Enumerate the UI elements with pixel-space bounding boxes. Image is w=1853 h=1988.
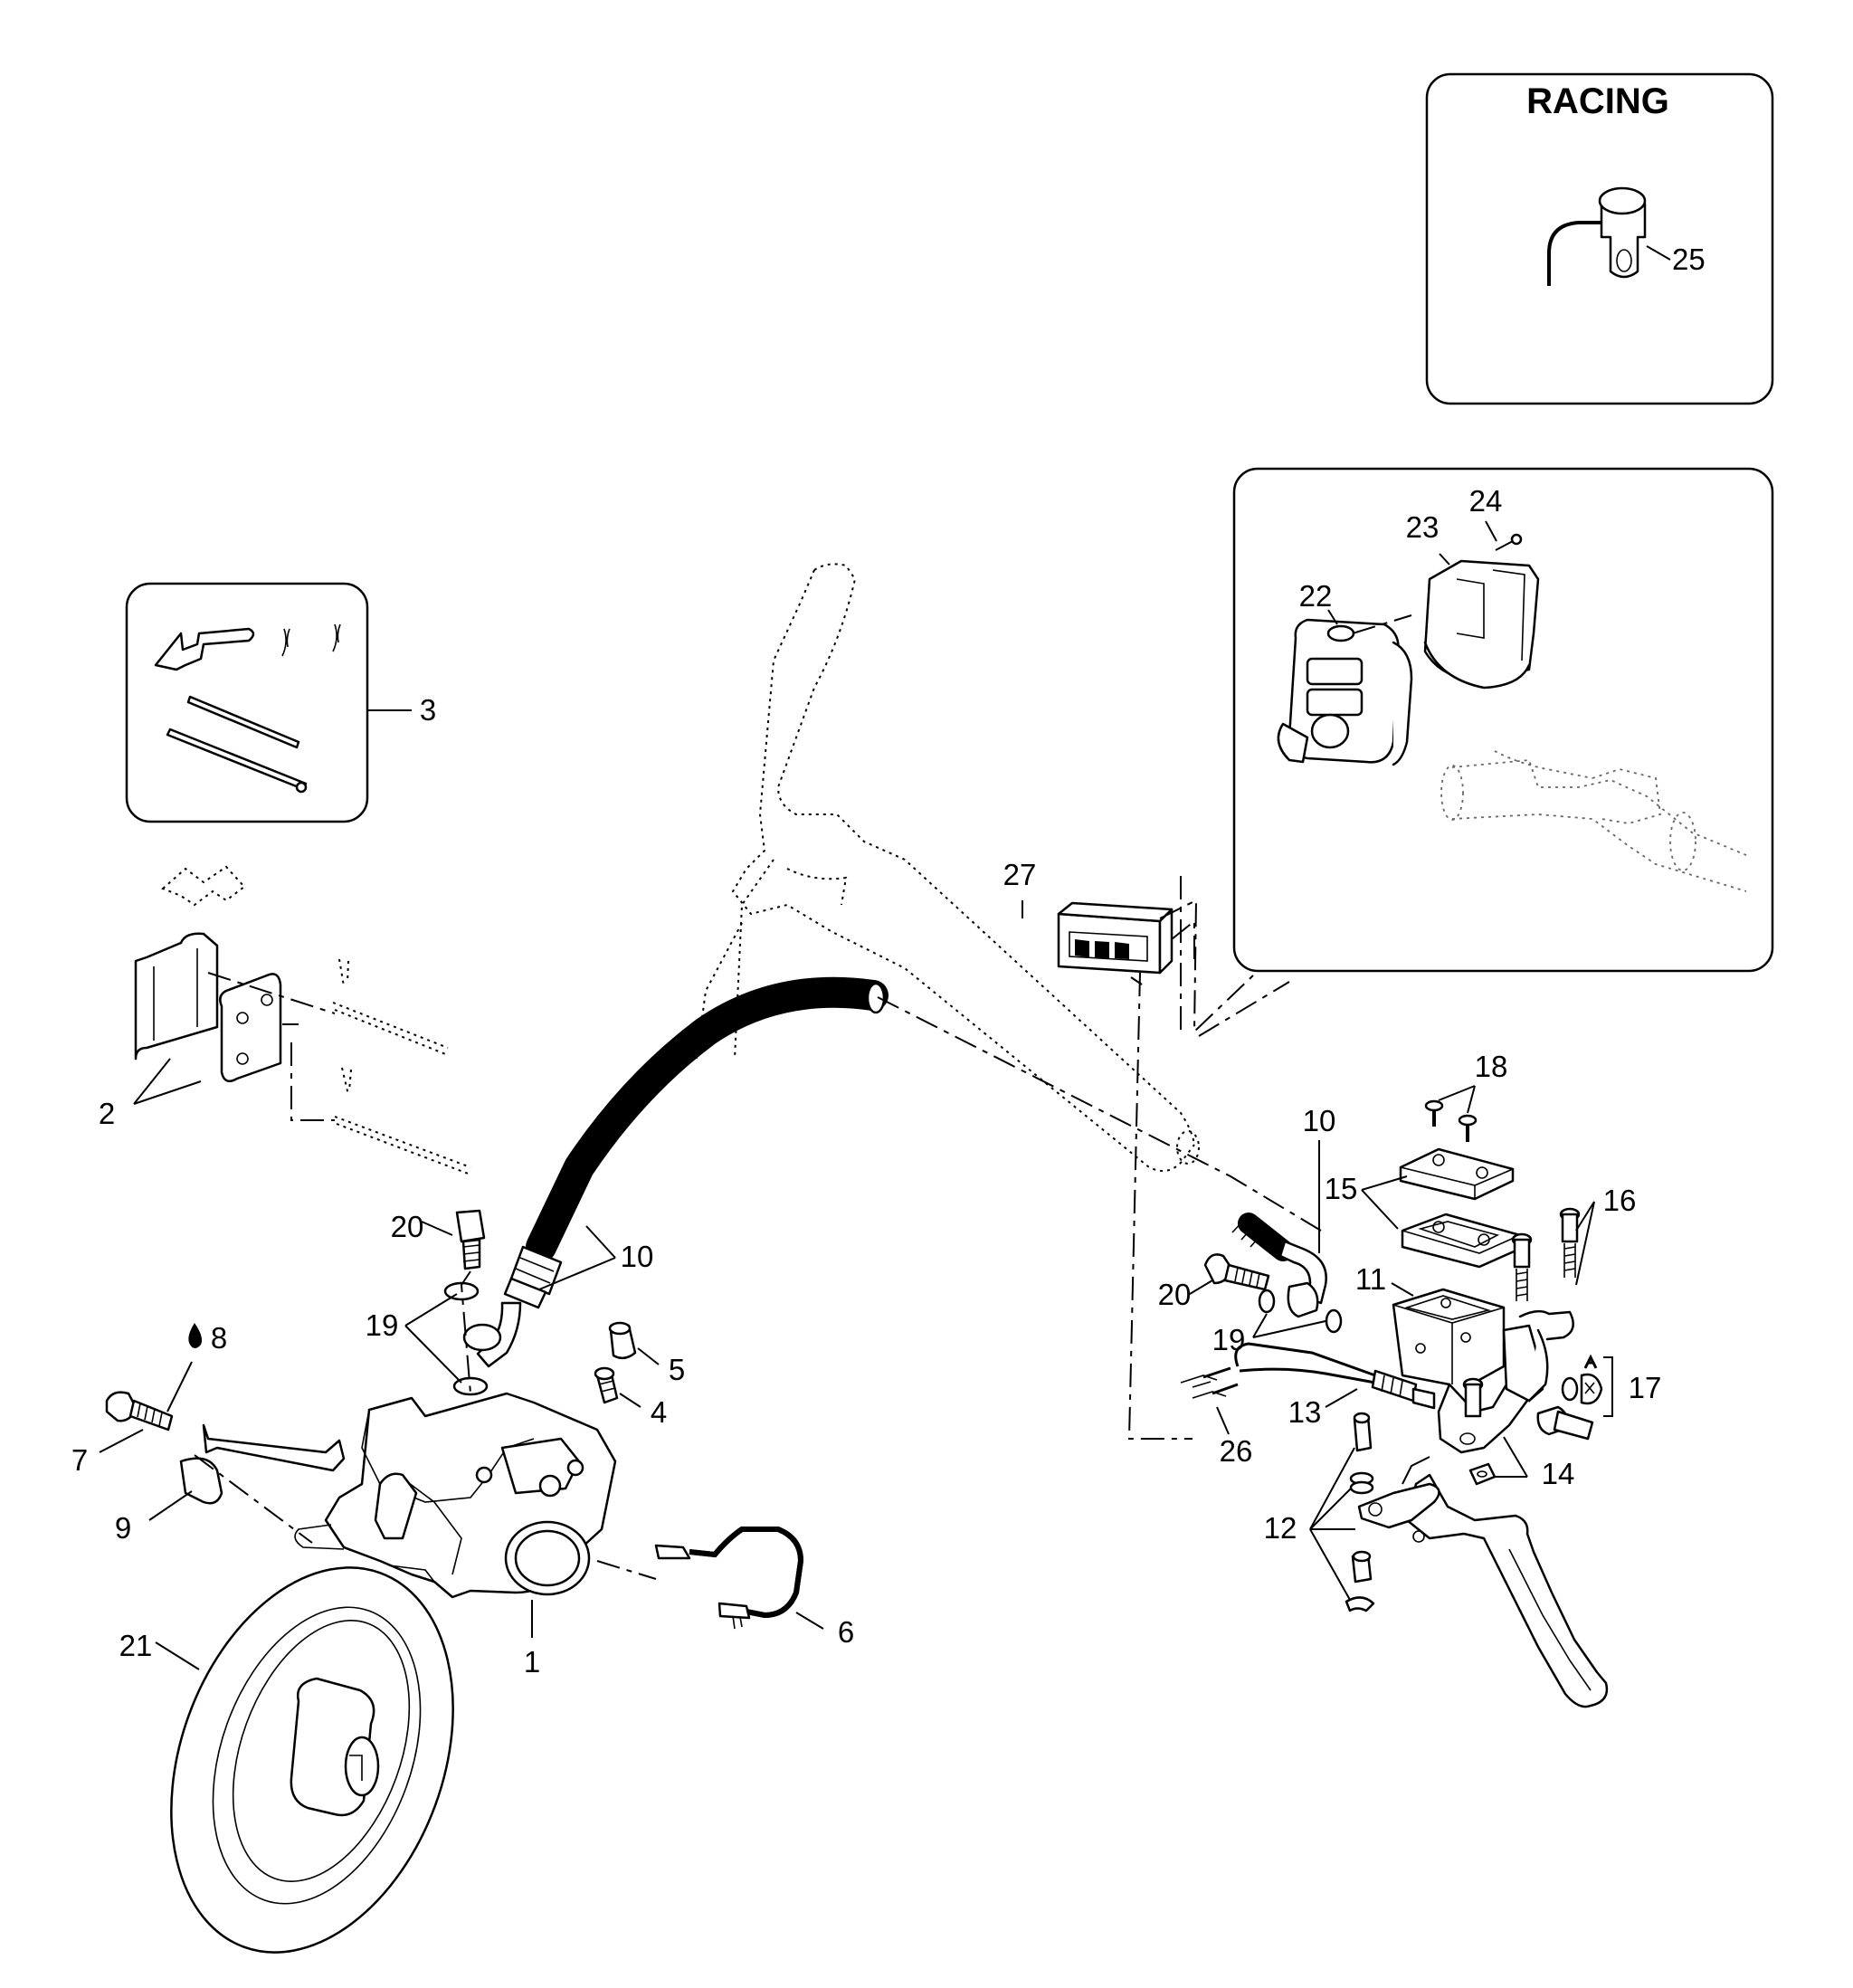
callout-10-left: 10 <box>621 1240 654 1273</box>
brake-hose-part-10-right: 10 <box>1231 1104 1336 1305</box>
callout-26: 26 <box>1220 1434 1253 1468</box>
callout-21: 21 <box>119 1629 153 1662</box>
fitting-part-17: 17 <box>1561 1354 1662 1417</box>
banjo-bolt-part-20-left: 20 <box>391 1209 486 1270</box>
callout-5: 5 <box>669 1353 685 1386</box>
reservoir-cover-part-15: 15 <box>1325 1147 1522 1269</box>
callout-27: 27 <box>1003 858 1037 891</box>
bleeder-cap-part-5: 5 <box>608 1321 685 1386</box>
brake-disc-part-21: 21 <box>119 1566 454 1954</box>
callout-6: 6 <box>838 1615 854 1649</box>
callout-24: 24 <box>1469 484 1503 518</box>
callout-2: 2 <box>99 1097 115 1130</box>
pad-hardware-kit-inset: 3 <box>125 582 436 823</box>
callout-16: 16 <box>1603 1184 1637 1217</box>
handlebar-ghost-inset <box>1440 750 1747 892</box>
callout-13: 13 <box>1288 1395 1322 1429</box>
callout-14: 14 <box>1542 1457 1575 1490</box>
terminals-part-26: 26 <box>1180 1366 1253 1468</box>
handlebar-ghost <box>696 563 1200 1172</box>
callout-19-left: 19 <box>366 1308 399 1342</box>
switch-cover-part-23 <box>1423 559 1540 690</box>
callout-23: 23 <box>1406 510 1440 544</box>
brake-caliper-part-1: 1 <box>294 1392 617 1679</box>
racing-switch-part-25 <box>1547 186 1647 286</box>
callout-20-left: 20 <box>391 1210 424 1243</box>
callout-7: 7 <box>71 1443 88 1477</box>
callout-19-right: 19 <box>1212 1323 1246 1356</box>
callout-15: 15 <box>1325 1172 1358 1205</box>
brake-line-part-6: 6 <box>596 1527 854 1649</box>
brake-lever <box>1357 1456 1609 1708</box>
washers-part-19-right: 19 <box>1212 1281 1343 1356</box>
switch-housing-inset: 22 23 24 <box>1232 467 1774 973</box>
brake-switch-cable-part-13: 13 <box>1234 1342 1436 1429</box>
callout-9: 9 <box>115 1511 131 1545</box>
callout-3: 3 <box>420 693 436 727</box>
callout-25: 25 <box>1672 243 1706 276</box>
callout-22: 22 <box>1299 579 1333 613</box>
callout-4: 4 <box>651 1395 667 1429</box>
bolt-part-7: 7 <box>71 1391 174 1477</box>
callout-1: 1 <box>524 1645 540 1679</box>
callout-20-right: 20 <box>1158 1278 1192 1311</box>
screws-part-18: 18 <box>1424 1050 1508 1142</box>
clamp-bolts-part-16: 16 <box>1511 1184 1637 1301</box>
retainer-part-9: 9 <box>115 1423 346 1545</box>
fluid-drop-part-8: 8 <box>166 1321 227 1413</box>
grease-icon <box>1583 1354 1598 1369</box>
brake-hose-part-10: 10 <box>476 976 888 1368</box>
connector-part-27: 27 <box>1003 858 1254 1440</box>
callout-12: 12 <box>1264 1511 1297 1545</box>
drop-icon <box>188 1323 203 1348</box>
callout-17: 17 <box>1629 1371 1662 1404</box>
pivot-bolt-part-14: 14 <box>1462 1377 1594 1490</box>
banjo-bolt-part-20-right: 20 <box>1158 1253 1270 1311</box>
brake-pads-part-2: 2 <box>99 865 471 1175</box>
racing-title: RACING <box>1526 81 1669 121</box>
bleeder-valve-part-4: 4 <box>594 1366 667 1429</box>
racing-inset: RACING 25 <box>1425 72 1774 405</box>
screw-part-24 <box>1495 533 1523 551</box>
washers-part-19-left: 19 <box>366 1270 502 1396</box>
callout-11: 11 <box>1355 1262 1386 1296</box>
switch-housing-part-22 <box>1277 618 1413 766</box>
callout-18: 18 <box>1475 1050 1508 1083</box>
pivot-parts-part-12: 12 <box>1264 1412 1375 1612</box>
callout-8: 8 <box>211 1321 227 1355</box>
callout-10-right: 10 <box>1303 1104 1336 1137</box>
